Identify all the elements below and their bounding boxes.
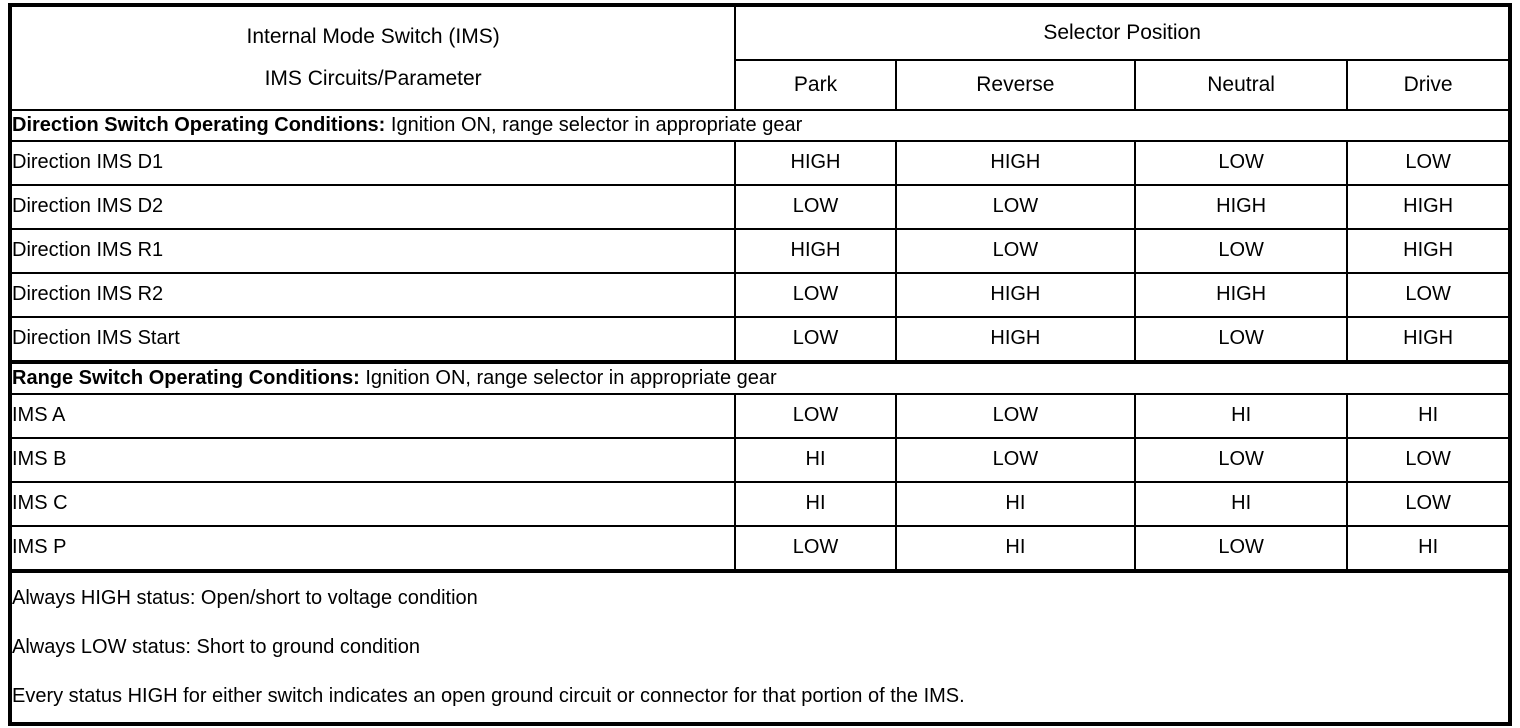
cell-reverse: HIGH — [894, 315, 1137, 364]
cell-drive: LOW — [1346, 480, 1511, 527]
row-label: Direction IMS D1 — [8, 139, 737, 186]
cell-neutral: LOW — [1133, 436, 1349, 483]
table-row: IMS B HI LOW LOW LOW — [8, 436, 1511, 483]
table-row: Direction IMS D2 LOW LOW HIGH HIGH — [8, 183, 1511, 230]
section-title-strong: Direction Switch Operating Conditions: — [12, 113, 386, 136]
header-row-positions: Park Reverse Neutral Drive — [10, 59, 1511, 111]
cell-park: LOW — [734, 315, 897, 364]
cell-drive: LOW — [1346, 139, 1511, 186]
cell-neutral: LOW — [1133, 227, 1349, 274]
cell-park: LOW — [734, 392, 897, 439]
cell-drive: HI — [1346, 392, 1511, 439]
cell-reverse: HIGH — [894, 271, 1137, 318]
section-header-row: Direction Switch Operating Conditions: I… — [9, 109, 1511, 142]
cell-drive: LOW — [1346, 271, 1511, 318]
note-always-high: Always HIGH status: Open/short to voltag… — [12, 586, 478, 609]
cell-reverse: HI — [894, 524, 1137, 573]
header-cell-park: Park — [734, 59, 897, 111]
cell-neutral: HIGH — [1133, 183, 1349, 230]
cell-neutral: HI — [1133, 392, 1349, 439]
ims-diagnostic-table: Internal Mode Switch (IMS) IMS Circuits/… — [8, 3, 1512, 726]
cell-reverse: HI — [894, 480, 1137, 527]
cell-park: LOW — [734, 271, 897, 318]
cell-drive: HIGH — [1346, 227, 1511, 274]
row-label: Direction IMS Start — [8, 315, 737, 364]
cell-reverse: LOW — [894, 436, 1137, 483]
cell-park: LOW — [734, 524, 897, 573]
header-cell-neutral: Neutral — [1133, 59, 1349, 111]
row-label: IMS P — [8, 524, 737, 573]
cell-park: LOW — [734, 183, 897, 230]
table-row: Direction IMS R1 HIGH LOW LOW HIGH — [8, 227, 1511, 274]
row-label: Direction IMS R2 — [8, 271, 737, 318]
row-label: IMS A — [8, 392, 737, 439]
header-row-top: Internal Mode Switch (IMS) IMS Circuits/… — [8, 4, 1511, 111]
cell-park: HIGH — [734, 227, 897, 274]
table-row: Direction IMS R2 LOW HIGH HIGH LOW — [8, 271, 1511, 318]
row-label: IMS C — [8, 480, 737, 527]
cell-drive: LOW — [1346, 436, 1511, 483]
table-body: Direction Switch Operating Conditions: I… — [8, 109, 1511, 726]
cell-reverse: LOW — [894, 227, 1137, 274]
section-header-range-switch: Range Switch Operating Conditions: Ignit… — [9, 360, 1511, 395]
table-header: Internal Mode Switch (IMS) IMS Circuits/… — [8, 4, 1511, 111]
header-cell-parameter: Internal Mode Switch (IMS) IMS Circuits/… — [8, 4, 737, 111]
cell-reverse: HIGH — [894, 139, 1137, 186]
header-cell-selector-position: Selector Position — [734, 4, 1511, 61]
cell-neutral: LOW — [1133, 315, 1349, 364]
table-row: IMS C HI HI HI LOW — [8, 480, 1511, 527]
cell-drive: HI — [1346, 524, 1511, 573]
note-always-low: Always LOW status: Short to ground condi… — [12, 635, 420, 658]
cell-neutral: HI — [1133, 480, 1349, 527]
footer-notes-row: Always HIGH status: Open/short to voltag… — [9, 569, 1511, 726]
cell-drive: HIGH — [1346, 183, 1511, 230]
header-title-ims: Internal Mode Switch (IMS) — [246, 24, 500, 48]
cell-reverse: LOW — [894, 183, 1137, 230]
section-title-rest: Ignition ON, range selector in appropria… — [359, 366, 777, 389]
note-every-status-high: Every status HIGH for either switch indi… — [12, 684, 965, 707]
table-row: Direction IMS D1 HIGH HIGH LOW LOW — [8, 139, 1511, 186]
header-cell-drive: Drive — [1346, 59, 1511, 111]
table-row: IMS P LOW HI LOW HI — [8, 524, 1511, 573]
section-title-strong: Range Switch Operating Conditions: — [12, 366, 360, 389]
section-title-rest: Ignition ON, range selector in appropria… — [385, 113, 803, 136]
cell-park: HI — [734, 480, 897, 527]
header-cell-reverse: Reverse — [894, 59, 1137, 111]
row-label: Direction IMS D2 — [8, 183, 737, 230]
cell-neutral: LOW — [1133, 524, 1349, 573]
section-header-direction-switch: Direction Switch Operating Conditions: I… — [9, 109, 1511, 142]
row-label: Direction IMS R1 — [8, 227, 737, 274]
cell-park: HI — [734, 436, 897, 483]
section-header-row: Range Switch Operating Conditions: Ignit… — [9, 360, 1511, 395]
footer-notes: Always HIGH status: Open/short to voltag… — [9, 569, 1511, 726]
cell-park: HIGH — [734, 139, 897, 186]
cell-neutral: LOW — [1133, 139, 1349, 186]
table-row: IMS A LOW LOW HI HI — [8, 392, 1511, 439]
cell-reverse: LOW — [894, 392, 1137, 439]
table-row: Direction IMS Start LOW HIGH LOW HIGH — [8, 315, 1511, 364]
cell-drive: HIGH — [1346, 315, 1511, 364]
row-label: IMS B — [8, 436, 737, 483]
cell-neutral: HIGH — [1133, 271, 1349, 318]
header-title-circuits: IMS Circuits/Parameter — [264, 67, 482, 90]
